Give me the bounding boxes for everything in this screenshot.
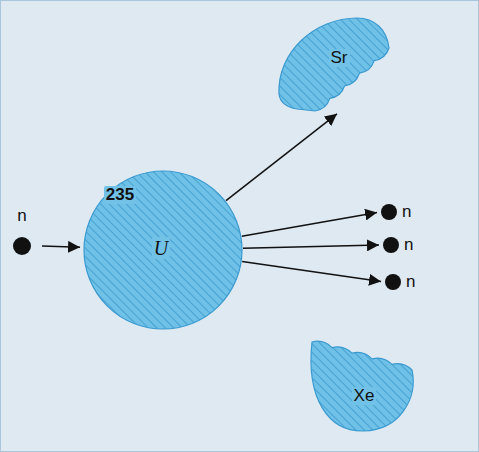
particle-arrow	[243, 245, 379, 248]
neutron: n	[6, 206, 42, 258]
particle-arrow	[226, 114, 337, 201]
element-label: Sr	[329, 49, 350, 68]
particle-arrow	[42, 246, 80, 247]
particle-arrow	[242, 261, 381, 281]
fission-fragment-outline	[304, 328, 418, 434]
element-label: n	[17, 207, 26, 226]
particle-arrow	[242, 213, 377, 237]
fission-fragment: Xe	[304, 328, 418, 434]
element-label: Xe	[352, 387, 377, 406]
element-label: n	[406, 273, 415, 292]
mass-number: 235	[104, 186, 136, 205]
neutron: n	[382, 234, 426, 256]
element-label: U	[152, 237, 170, 259]
element-label: n	[402, 203, 411, 222]
element-label: n	[404, 236, 413, 255]
uranium-nucleus: 235U	[83, 170, 243, 330]
neutron: n	[380, 201, 424, 223]
fission-fragment: Sr	[275, 14, 392, 112]
neutron: n	[384, 271, 428, 293]
